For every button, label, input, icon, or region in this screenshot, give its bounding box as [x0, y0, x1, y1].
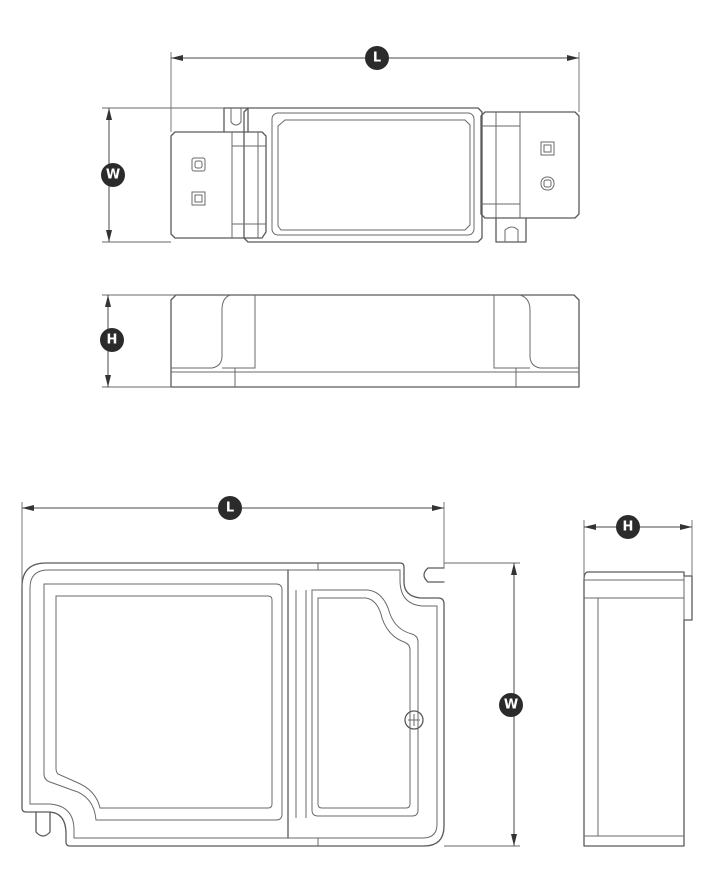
- badge-bottom-width: W: [499, 693, 523, 717]
- badge-top-length: L: [365, 46, 389, 70]
- badge-end-height: H: [616, 515, 640, 539]
- label-end-height: H: [623, 520, 634, 535]
- top-view: [102, 52, 580, 243]
- label-bottom-width: W: [504, 698, 518, 713]
- side-view: [102, 294, 580, 388]
- label-top-length: L: [373, 51, 381, 66]
- label-bottom-length: L: [226, 501, 234, 516]
- end-view: [583, 520, 693, 847]
- badge-bottom-length: L: [218, 496, 242, 520]
- bottom-view: [21, 502, 520, 847]
- badge-top-width: W: [101, 163, 125, 187]
- label-top-width: W: [106, 168, 120, 183]
- label-side-height: H: [107, 333, 118, 348]
- badge-side-height: H: [100, 328, 124, 352]
